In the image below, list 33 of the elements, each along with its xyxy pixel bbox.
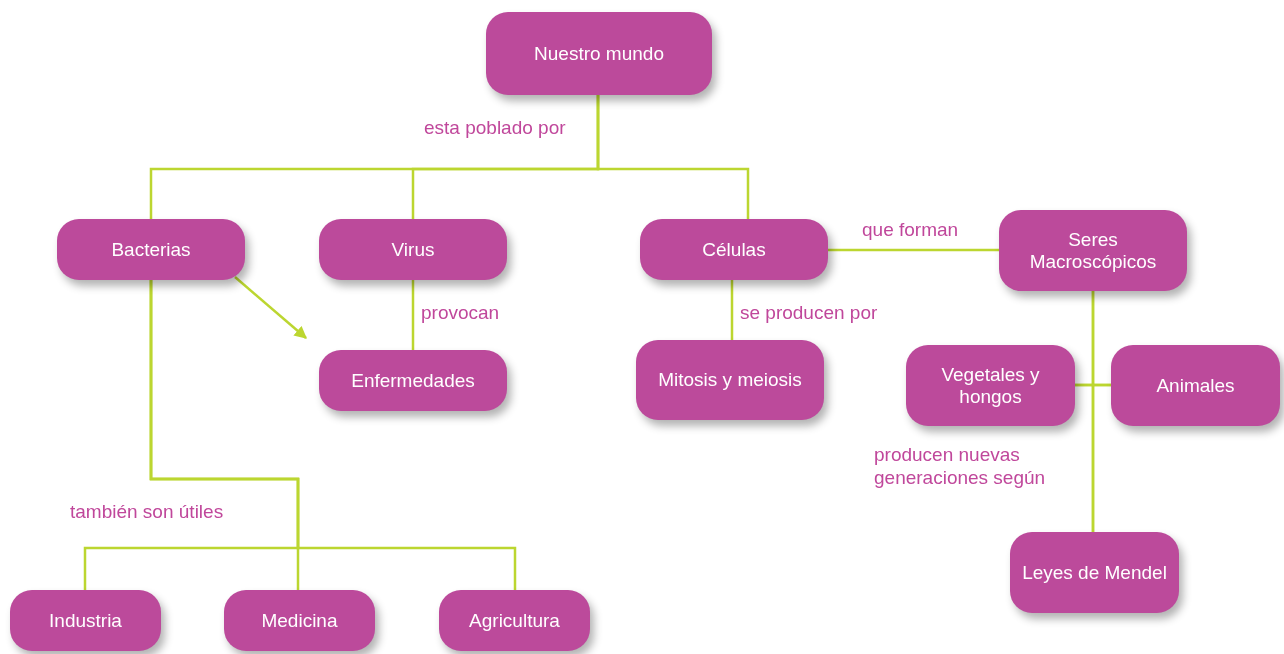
concept-text: Vegetales y hongos xyxy=(940,363,1041,408)
concept-box xyxy=(319,350,507,411)
concept-box xyxy=(640,219,828,280)
arrow xyxy=(234,276,307,339)
concept-box xyxy=(57,219,245,280)
connector-line xyxy=(149,280,517,590)
concept-box xyxy=(1010,532,1179,613)
connector-line xyxy=(1091,383,1111,532)
concept-box xyxy=(10,590,161,651)
connector-line xyxy=(730,280,734,340)
concept-text: Medicina xyxy=(261,609,338,632)
connector-line xyxy=(828,248,999,252)
concept-box xyxy=(486,12,712,95)
concept-box xyxy=(319,219,507,280)
concept-text: Seres Macroscópicos xyxy=(1028,228,1158,273)
concept-text: Nuestro mundo xyxy=(534,42,664,65)
concept-text: Mitosis y meiosis xyxy=(658,369,802,391)
connector-line xyxy=(596,95,750,219)
concept-box xyxy=(906,345,1075,426)
concept-box xyxy=(636,340,824,420)
concept-text: Enfermedades xyxy=(351,369,475,392)
connector-line xyxy=(411,280,415,350)
concept-text: Animales xyxy=(1156,374,1235,397)
concept-text: Agricultura xyxy=(469,609,560,632)
concept-text: Industria xyxy=(49,609,122,632)
concept-box xyxy=(224,590,375,651)
concept-box xyxy=(1111,345,1280,426)
concept-text: Virus xyxy=(391,238,435,261)
concept-box xyxy=(439,590,590,651)
concept-text: Leyes de Mendel xyxy=(1022,561,1167,584)
concept-box xyxy=(999,210,1187,291)
concept-text: Bacterias xyxy=(111,238,191,261)
concept-text: Células xyxy=(702,238,766,261)
